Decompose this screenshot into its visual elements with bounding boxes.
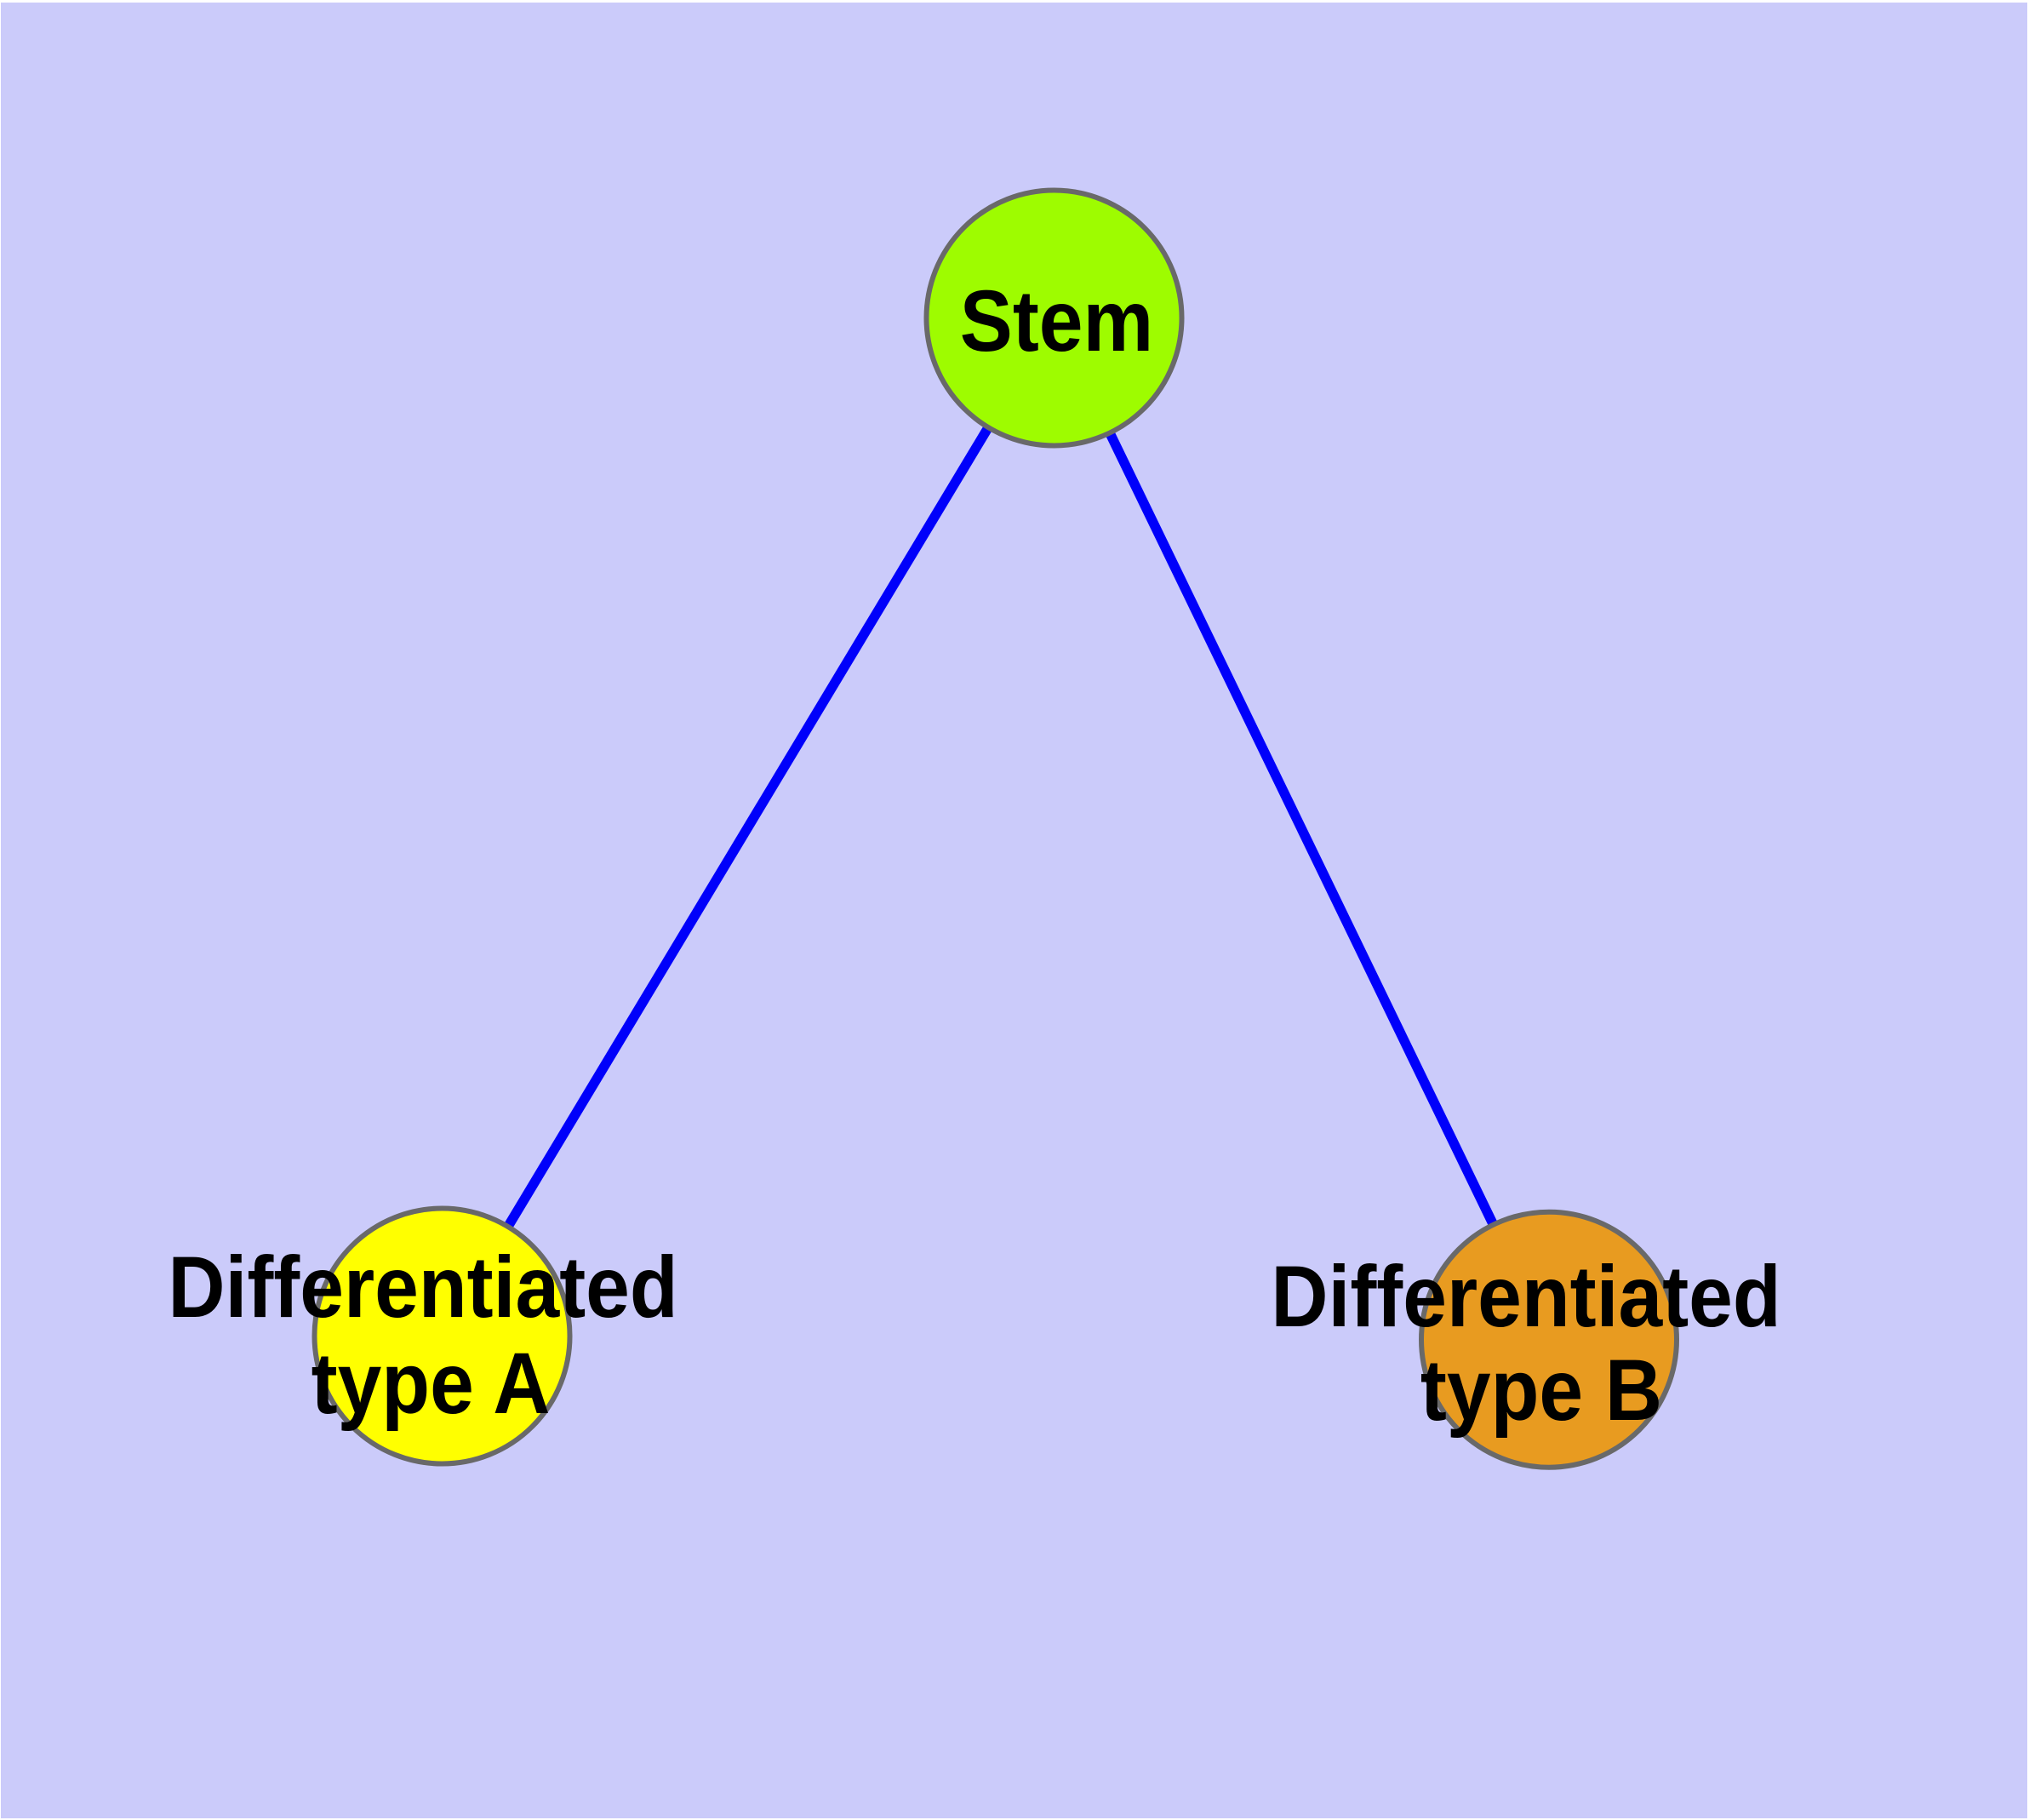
svg-text:type A: type A (311, 1335, 551, 1432)
svg-text:type B: type B (1420, 1342, 1662, 1439)
svg-text:Differentiated: Differentiated (168, 1239, 677, 1336)
svg-text:Stem: Stem (960, 272, 1153, 369)
svg-text:Differentiated: Differentiated (1271, 1248, 1780, 1345)
